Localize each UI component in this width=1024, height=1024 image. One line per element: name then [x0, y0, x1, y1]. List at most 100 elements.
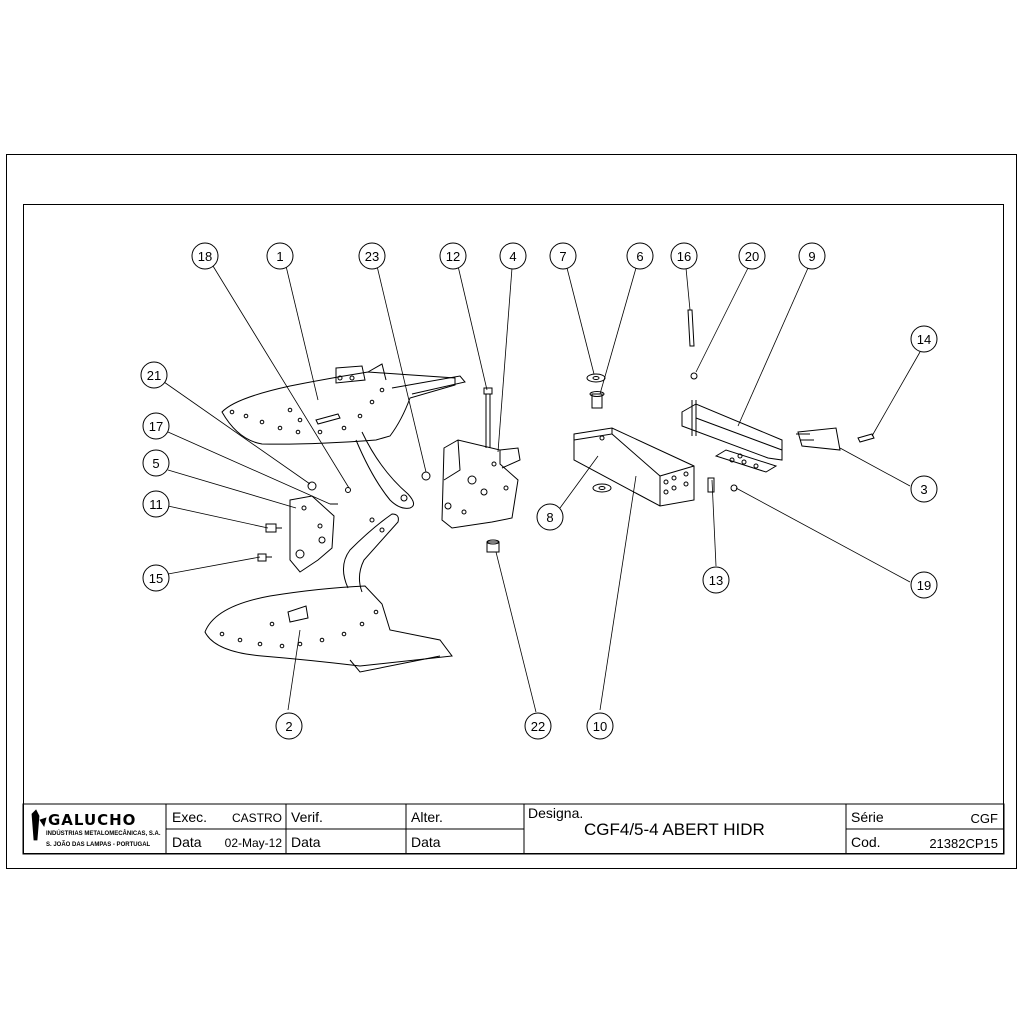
callout-8: 8 — [536, 503, 564, 531]
leader-23 — [376, 265, 427, 473]
part-16-pin — [687, 309, 695, 347]
cod-label: Cod. — [851, 834, 881, 850]
callout-12: 12 — [439, 242, 467, 270]
part-23-nut — [421, 471, 431, 481]
callout-14-label: 14 — [917, 332, 931, 347]
callout-13: 13 — [702, 566, 730, 594]
callout-17-label: 17 — [149, 419, 163, 434]
callout-7: 7 — [549, 242, 577, 270]
leader-19 — [735, 487, 911, 583]
callout-4: 4 — [499, 242, 527, 270]
part-12-long-bolt — [483, 387, 493, 448]
callout-10-label: 10 — [593, 719, 607, 734]
part-13-bolt — [707, 477, 715, 493]
company-line1: INDÚSTRIAS METALOMECÂNICAS, S.A. — [46, 831, 161, 837]
part-9-beam — [681, 400, 783, 473]
callout-3: 3 — [910, 475, 938, 503]
callout-13-label: 13 — [709, 573, 723, 588]
leader-4 — [497, 267, 513, 453]
callout-3-label: 3 — [920, 482, 927, 497]
callout-20: 20 — [738, 242, 766, 270]
alter-data-label: Data — [411, 834, 441, 850]
company-name: GALUCHO — [48, 811, 137, 829]
leader-8 — [559, 455, 599, 509]
callout-20-label: 20 — [745, 249, 759, 264]
callout-23: 23 — [358, 242, 386, 270]
part-20-nut — [690, 372, 698, 380]
callout-18: 18 — [191, 242, 219, 270]
callout-7-label: 7 — [559, 249, 566, 264]
drawing-title: CGF4/5-4 ABERT HIDR — [584, 820, 765, 839]
part-10-tube — [573, 427, 695, 507]
callout-2: 2 — [275, 712, 303, 740]
part-6-bushing — [589, 391, 605, 409]
leader-5 — [167, 469, 297, 509]
leader-lines — [163, 265, 921, 713]
callout-19-label: 19 — [917, 578, 931, 593]
callout-6: 6 — [626, 242, 654, 270]
company-line2: S. JOÃO DAS LAMPAS - PORTUGAL — [46, 842, 151, 848]
leader-20 — [695, 267, 749, 373]
callout-11-label: 11 — [149, 497, 163, 512]
data-label: Data — [172, 834, 202, 850]
verif-label: Verif. — [291, 809, 323, 825]
callout-15-label: 15 — [149, 571, 163, 586]
leader-9 — [737, 267, 809, 427]
exec-label: Exec. — [172, 809, 208, 825]
callout-1-label: 1 — [276, 249, 283, 264]
leader-16 — [685, 267, 691, 311]
outer-border — [6, 154, 1017, 869]
part-19-nut — [730, 484, 738, 492]
callout-9-label: 9 — [808, 249, 815, 264]
leader-21 — [163, 381, 311, 485]
callout-23-label: 23 — [365, 249, 379, 264]
callout-8-label: 8 — [546, 510, 553, 525]
part-21-nut — [307, 481, 317, 491]
leader-18 — [212, 265, 350, 489]
leader-10 — [599, 475, 637, 711]
callout-16-label: 16 — [677, 249, 691, 264]
title-block-grid — [22, 803, 1005, 855]
callout-11: 11 — [142, 490, 170, 518]
part-18-pin — [345, 487, 351, 493]
leader-17 — [167, 431, 331, 505]
leader-1 — [285, 265, 319, 401]
serie-label: Série — [851, 809, 884, 825]
serie-value: CGF — [970, 811, 998, 826]
part-15-bolt — [257, 553, 272, 562]
designa-label: Designa. — [528, 805, 584, 821]
callout-10: 10 — [586, 712, 614, 740]
leader-12 — [457, 265, 488, 391]
callout-15: 15 — [142, 564, 170, 592]
callout-18-label: 18 — [198, 249, 212, 264]
part-5-plate — [289, 495, 335, 573]
leader-3 — [839, 447, 911, 487]
leader-22 — [495, 551, 537, 713]
leader-11 — [167, 505, 269, 529]
galucho-logo-mark — [31, 809, 47, 841]
part-8-washer — [592, 483, 612, 493]
callout-5: 5 — [142, 449, 170, 477]
alter-label: Alter. — [411, 809, 443, 825]
callout-2-label: 2 — [285, 719, 292, 734]
part-22-bushing — [486, 539, 500, 553]
leader-6 — [599, 267, 637, 395]
callout-14: 14 — [910, 325, 938, 353]
verif-data-label: Data — [291, 834, 321, 850]
callouts: 18 1 23 12 4 7 6 16 20 9 14 21 17 5 11 1… — [140, 242, 938, 740]
part-14-bolt — [857, 433, 875, 443]
part-2-lower-mouldboard — [204, 513, 453, 673]
callout-22-label: 22 — [531, 719, 545, 734]
callout-16: 16 — [670, 242, 698, 270]
callout-5-label: 5 — [152, 456, 159, 471]
cod-value: 21382CP15 — [929, 836, 998, 851]
leader-2 — [287, 629, 301, 711]
part-3-bracket — [796, 427, 841, 451]
callout-6-label: 6 — [636, 249, 643, 264]
callout-9: 9 — [798, 242, 826, 270]
leader-14 — [871, 351, 921, 437]
leader-13 — [711, 479, 717, 567]
data-value: 02-May-12 — [224, 836, 282, 850]
part-1-upper-mouldboard — [221, 363, 466, 509]
